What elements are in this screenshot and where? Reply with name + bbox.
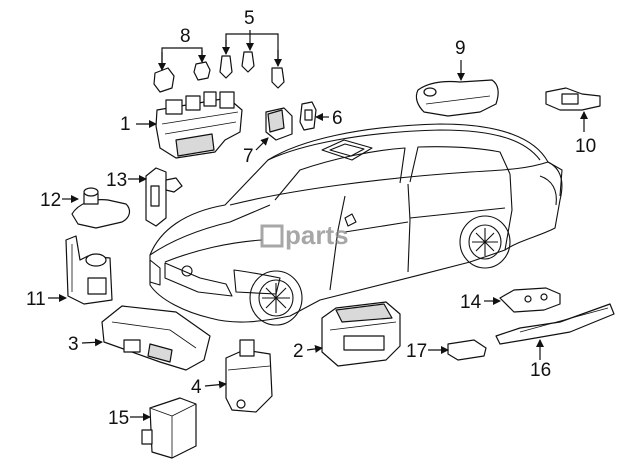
watermark-text: parts xyxy=(285,220,349,250)
callout-1: 1 xyxy=(120,114,131,135)
callout-labels: 1 2 3 4 5 6 7 8 9 10 11 xyxy=(26,8,596,429)
part-12-sensor-base xyxy=(71,187,131,229)
part-14-antenna-module xyxy=(499,287,561,313)
part-16-antenna-strip xyxy=(495,303,615,345)
callout-10: 10 xyxy=(575,136,596,157)
part-11-sensor-bracket xyxy=(65,235,113,305)
callout-2: 2 xyxy=(293,341,304,362)
car-illustration xyxy=(149,123,563,326)
callout-3: 3 xyxy=(68,334,79,355)
part-1-fuse-box xyxy=(155,91,243,159)
part-8-relays xyxy=(153,61,211,93)
part-7-relay xyxy=(265,107,293,141)
part-17-switch xyxy=(447,339,487,361)
part-2-module xyxy=(321,301,401,367)
callout-12: 12 xyxy=(40,190,61,211)
callout-13: 13 xyxy=(106,170,127,191)
callout-11: 11 xyxy=(26,289,46,310)
callout-16: 16 xyxy=(530,360,551,381)
watermark: parts xyxy=(260,220,349,250)
part-6-module xyxy=(299,101,317,131)
callout-17: 17 xyxy=(406,341,427,362)
part-4-module xyxy=(225,339,273,413)
part-15-module xyxy=(141,397,197,459)
callout-5: 5 xyxy=(244,8,255,29)
part-9-control-unit xyxy=(415,79,499,117)
callout-7: 7 xyxy=(243,146,254,167)
part-3-control-module xyxy=(101,305,211,371)
callout-6: 6 xyxy=(332,108,343,129)
part-5-fuses xyxy=(219,51,285,89)
callout-4: 4 xyxy=(191,377,202,398)
callout-9: 9 xyxy=(455,38,466,59)
part-13-bracket-sensor xyxy=(145,167,183,227)
callout-8: 8 xyxy=(180,26,191,47)
part-10-sensor xyxy=(545,87,601,111)
callout-14: 14 xyxy=(460,292,482,313)
callout-15: 15 xyxy=(108,408,129,429)
